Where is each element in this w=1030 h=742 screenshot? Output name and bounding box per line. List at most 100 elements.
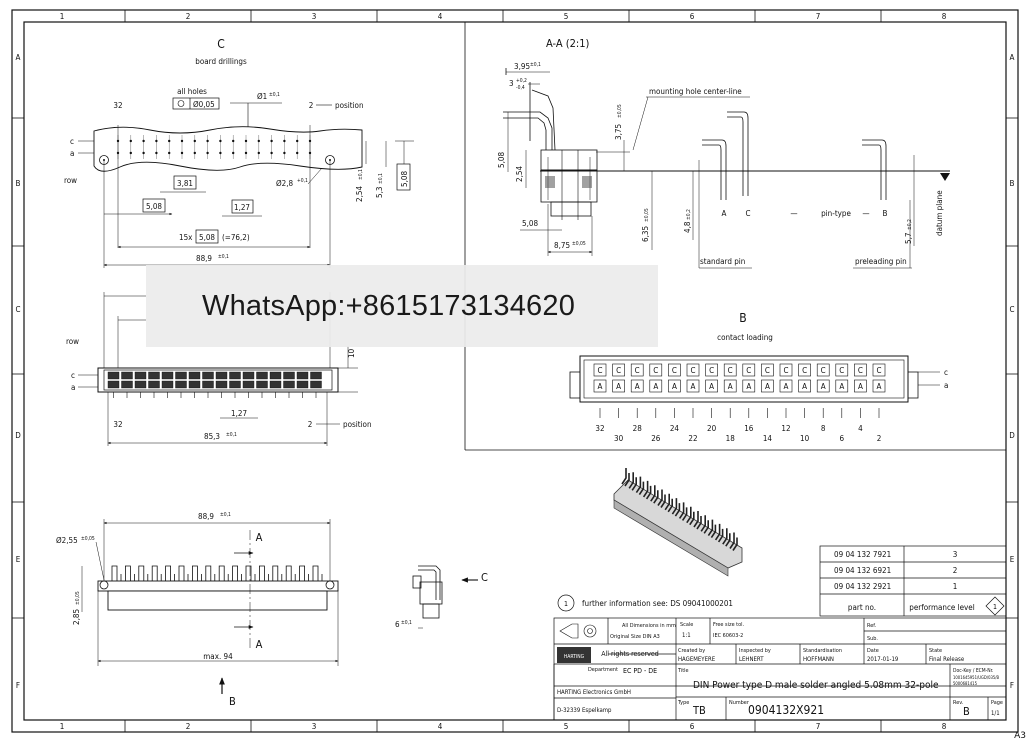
all-rights-reserved: All rights reserved bbox=[601, 650, 659, 658]
iso-pin bbox=[667, 498, 673, 513]
contact-cell-c bbox=[649, 363, 663, 377]
contact-cell-a bbox=[630, 379, 644, 393]
free-tol-value: IEC 60603-2 bbox=[713, 633, 743, 639]
type-value: TB bbox=[692, 704, 706, 717]
contact-cell-a-label: A bbox=[746, 382, 751, 391]
position-2: 2 bbox=[309, 101, 314, 110]
contact-cell-a bbox=[779, 379, 793, 393]
contact-cell-a-label: A bbox=[709, 382, 714, 391]
contact-cell-a-label: A bbox=[784, 382, 789, 391]
dim-dia-2-8: Ø2,8 bbox=[276, 178, 294, 188]
hole-diameter: Ø1 bbox=[257, 91, 267, 101]
contact-cell-c-label: C bbox=[728, 366, 733, 375]
contact-cell-c bbox=[742, 363, 756, 377]
front-cell-c bbox=[242, 371, 255, 380]
dim-85-3-tol: ±0,1 bbox=[226, 432, 237, 438]
contact-cell-c-label: C bbox=[765, 366, 770, 375]
front-cell-c bbox=[161, 371, 174, 380]
position-number: 2 bbox=[877, 434, 882, 443]
view-bottom: 88,9 ±0,1 Ø2,55 ±0,05 2,85 ±0,05 A A max… bbox=[56, 512, 339, 708]
iso-pin bbox=[638, 481, 645, 496]
iso-pin bbox=[725, 533, 731, 547]
contact-cell-c bbox=[705, 363, 718, 377]
position-number: 26 bbox=[651, 434, 661, 443]
company-name: HARTING Electronics GmbH bbox=[557, 689, 631, 696]
contact-cell-a bbox=[761, 379, 774, 393]
col-label: 1 bbox=[60, 12, 65, 21]
row-label: row bbox=[64, 176, 77, 185]
contact-cell-c-label: C bbox=[635, 366, 640, 375]
row-a-label: a bbox=[944, 381, 948, 390]
date-value: 2017-01-19 bbox=[867, 656, 899, 663]
dim-5-08-bottom: 5,08 bbox=[522, 219, 538, 228]
bottom-view-pins bbox=[111, 565, 323, 581]
dim-5-08: 5,08 bbox=[146, 202, 162, 211]
contact-cell-c bbox=[612, 363, 625, 377]
contact-cell-a bbox=[705, 379, 718, 393]
contact-cell-c-label: C bbox=[653, 366, 658, 375]
pin-a bbox=[125, 565, 131, 581]
dim-3-75: 3,75 bbox=[614, 124, 623, 140]
front-cell-a bbox=[310, 380, 322, 389]
dim-5-08-vertical: 5,08 bbox=[400, 171, 409, 187]
iso-pin bbox=[714, 523, 721, 541]
pin-a bbox=[218, 565, 225, 581]
doc-key-label: Doc-Key / ECM-Nr. bbox=[953, 668, 994, 674]
col-label: 2 bbox=[186, 722, 191, 731]
contact-cell-c-label: C bbox=[839, 366, 844, 375]
view-side-small-labels: C 6 ±0,1 bbox=[395, 571, 488, 629]
dim-3-tol-up: +0,2 bbox=[516, 78, 527, 84]
iso-pin bbox=[631, 477, 637, 491]
all-dimensions: All Dimensions in mm bbox=[622, 623, 676, 629]
front-cell-c bbox=[215, 371, 228, 380]
contact-cell-c-label: C bbox=[746, 366, 751, 375]
view-front: row c a 10 1,27 32 2 position 85,3 ±0,1 bbox=[66, 292, 372, 446]
contact-cell-a-label: A bbox=[728, 382, 733, 391]
dim-6-35-tol: ±0,05 bbox=[644, 208, 650, 222]
contact-cell-a-label: A bbox=[858, 382, 863, 391]
tolerance-value: Ø0,05 bbox=[193, 99, 215, 109]
view-side-small bbox=[412, 565, 478, 629]
further-info-note: 1 further information see: DS 0904100020… bbox=[557, 594, 733, 612]
dim-2-54: 2,54 bbox=[515, 166, 524, 182]
dim-3-95: 3,95 bbox=[514, 62, 530, 71]
front-cell-c bbox=[148, 371, 160, 380]
front-cell-a bbox=[134, 380, 147, 389]
created-value: HAGEMEYERE bbox=[678, 656, 716, 663]
position-label: position bbox=[335, 101, 364, 110]
dim-88-9-tol: ±0,1 bbox=[220, 512, 231, 518]
view-c-title: C bbox=[217, 37, 225, 51]
contact-cell-a bbox=[798, 379, 811, 393]
pin-label-a: A bbox=[722, 209, 727, 218]
col-label: 3 bbox=[312, 722, 317, 731]
col-label: 8 bbox=[942, 722, 947, 731]
contact-cell-c-label: C bbox=[858, 366, 863, 375]
contact-cell-a-label: A bbox=[672, 382, 677, 391]
company-address: D-32339 Espelkamp bbox=[557, 707, 612, 714]
position-number: 8 bbox=[821, 424, 826, 433]
whatsapp-contact-text: WhatsApp:+8615173134620 bbox=[202, 289, 576, 322]
iso-pin bbox=[678, 502, 685, 519]
position-number: 20 bbox=[707, 424, 717, 433]
col-label: 5 bbox=[564, 12, 569, 21]
ref-label: Ref. bbox=[867, 623, 877, 629]
contact-cell-a bbox=[593, 379, 607, 393]
dim-4-8: 4,8 bbox=[683, 221, 692, 233]
dim-6-35: 6,35 bbox=[641, 226, 650, 242]
scale-label: Scale bbox=[680, 622, 693, 628]
front-cell-a bbox=[256, 380, 268, 389]
iso-pin bbox=[732, 537, 738, 551]
pin-a bbox=[259, 565, 265, 581]
doc-key-value: 1001645951/UGD/035/B bbox=[953, 675, 1000, 680]
dim-3-tol-down: -0,4 bbox=[516, 85, 525, 91]
iso-pin bbox=[700, 515, 706, 532]
pin-a bbox=[312, 565, 319, 581]
sub-label: Sub. bbox=[867, 636, 878, 642]
contact-cell-a bbox=[649, 379, 663, 393]
contact-cell-c bbox=[798, 363, 811, 377]
datum-plane-label: datum plane bbox=[935, 190, 944, 236]
dim-5-08: 5,08 bbox=[497, 152, 506, 168]
contact-cell-a bbox=[872, 379, 886, 393]
